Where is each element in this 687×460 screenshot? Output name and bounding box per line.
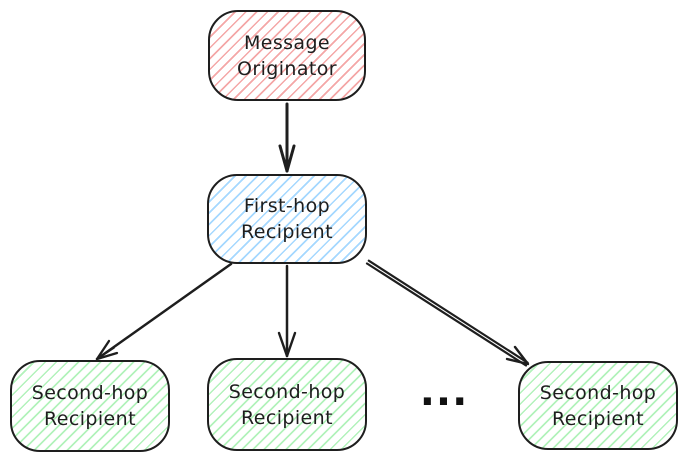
node-label: Second-hop	[539, 381, 657, 404]
node-label: Message	[243, 31, 331, 54]
node-label: Second-hop	[31, 382, 149, 404]
node-first-hop-recipient: First-hop Recipient	[207, 174, 367, 264]
node-second-hop-recipient-left: Second-hop Recipient	[10, 360, 170, 452]
node-label: Recipient	[241, 221, 333, 243]
arrow-first-hop-to-second-right	[365, 259, 530, 367]
node-label: Second-hop	[228, 380, 346, 403]
node-label: First-hop	[243, 195, 331, 217]
node-second-hop-recipient-right: Second-hop Recipient	[518, 361, 678, 450]
node-label: Recipient	[552, 407, 644, 430]
arrow-first-hop-to-second-left	[95, 262, 233, 361]
node-label: Recipient	[241, 406, 333, 429]
arrow-first-hop-to-second-mid	[277, 264, 297, 358]
ellipsis-more-recipients: ...	[419, 369, 469, 415]
node-label: Recipient	[44, 408, 136, 430]
node-label: Originator	[237, 57, 337, 80]
arrow-originator-to-first-hop	[278, 102, 296, 173]
node-second-hop-recipient-middle: Second-hop Recipient	[207, 358, 367, 451]
node-message-originator: Message Originator	[208, 10, 366, 101]
